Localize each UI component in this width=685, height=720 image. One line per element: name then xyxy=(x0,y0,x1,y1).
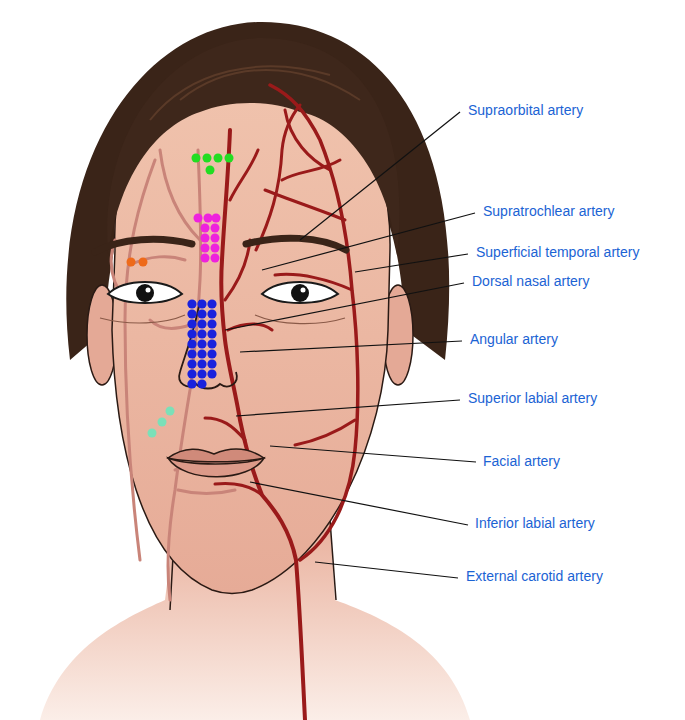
blue-dot xyxy=(197,369,206,378)
artery-label: Dorsal nasal artery xyxy=(470,272,592,290)
pale-arteries xyxy=(111,150,235,600)
artery-label: Superior labial artery xyxy=(466,389,599,407)
blue-dot xyxy=(197,359,206,368)
artery-label: Inferior labial artery xyxy=(473,514,597,532)
blue-dot xyxy=(197,329,206,338)
eyebrow xyxy=(95,239,192,252)
blue-dot xyxy=(187,309,196,318)
blue-dot xyxy=(197,309,206,318)
eyebrow xyxy=(246,238,346,250)
blue-dot xyxy=(187,329,196,338)
blue-dot xyxy=(207,309,216,318)
blue-dot xyxy=(197,349,206,358)
blue-dot xyxy=(197,319,206,328)
blue-dot xyxy=(187,369,196,378)
dots-blue xyxy=(187,299,216,388)
blue-dot xyxy=(197,339,206,348)
arteries xyxy=(205,85,358,720)
blue-dot xyxy=(207,329,216,338)
hair-strands xyxy=(150,66,360,120)
nose xyxy=(179,300,237,389)
upper-lip xyxy=(168,449,264,462)
blue-dot xyxy=(207,359,216,368)
artery-label: Superficial temporal artery xyxy=(474,243,641,261)
leader-lines xyxy=(225,112,476,578)
blue-dot xyxy=(207,339,216,348)
artery-label: Supratrochlear artery xyxy=(481,202,617,220)
blue-dot xyxy=(197,299,206,308)
blue-dot xyxy=(187,349,196,358)
blue-dot xyxy=(207,349,216,358)
artery-label: Supraorbital artery xyxy=(466,101,585,119)
hair-fringe xyxy=(107,38,399,255)
eye-highlight xyxy=(301,288,306,293)
eye xyxy=(108,282,182,303)
pupil xyxy=(291,284,309,302)
blue-dot xyxy=(187,299,196,308)
dots-green xyxy=(192,154,234,175)
blue-dot xyxy=(187,359,196,368)
blue-dot xyxy=(187,339,196,348)
face xyxy=(112,80,390,594)
blue-dot xyxy=(207,319,216,328)
blue-dot xyxy=(187,319,196,328)
pupil xyxy=(136,284,154,302)
artery-label: External carotid artery xyxy=(464,567,605,585)
eye-highlight xyxy=(146,288,151,293)
dots-orange xyxy=(127,258,148,267)
artery-label: Facial artery xyxy=(481,452,562,470)
blue-dot xyxy=(187,379,196,388)
artery-label: Angular artery xyxy=(468,330,560,348)
blue-dot xyxy=(207,369,216,378)
blue-dot xyxy=(197,379,206,388)
eye xyxy=(262,282,338,303)
lower-lip xyxy=(168,458,264,477)
dots-magenta xyxy=(194,214,221,263)
eye-crease xyxy=(100,315,345,324)
blue-dot xyxy=(207,299,216,308)
dots-light-green xyxy=(148,407,175,438)
